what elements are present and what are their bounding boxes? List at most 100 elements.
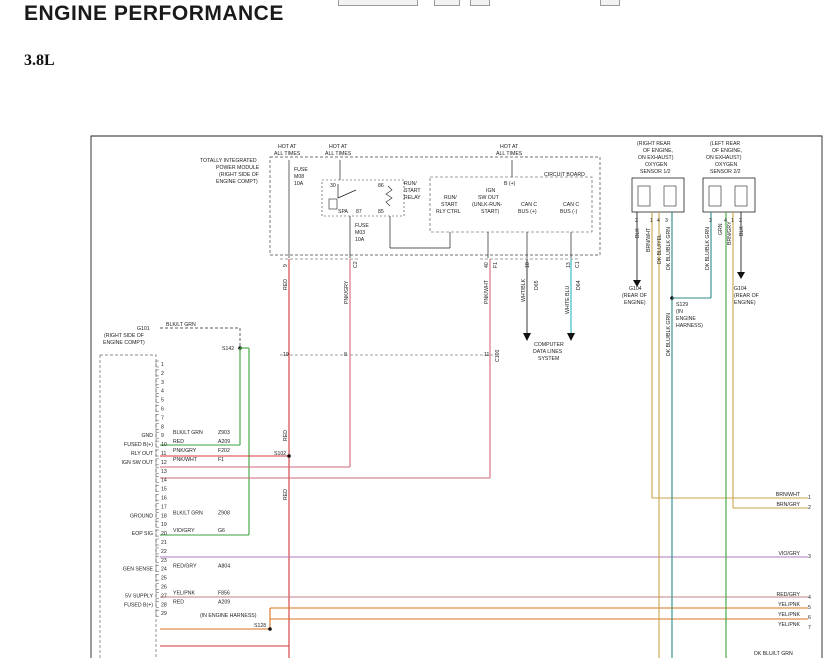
pcm-pin-bracket <box>155 458 159 466</box>
wire-circuit-label: F856 <box>218 590 230 596</box>
pcm-pin-bracket <box>155 476 159 483</box>
o2-right-label: ON EXHAUST) <box>638 155 674 161</box>
g101-label: (RIGHT SIDE OF <box>104 333 144 339</box>
s129-label: HARNESS) <box>676 323 703 329</box>
splice-pin: 8 <box>344 352 347 358</box>
o2-pin: 1 <box>731 218 734 224</box>
wire-circuit-label: Z908 <box>218 510 230 516</box>
engine-size-subtitle: 3.8L <box>24 52 55 69</box>
pcm-pin-number: 22 <box>161 549 167 555</box>
relay-pin: 87 <box>356 209 362 215</box>
pcm-function-label: EOP SIG <box>132 531 153 537</box>
o2-wire-label: DK BLU/BLK GRN <box>705 227 711 270</box>
pcm-pin-bracket <box>155 538 159 546</box>
g104-label: G104 <box>734 286 747 292</box>
o2-right-label: SENSOR 1/2 <box>640 169 671 175</box>
can-c-plus-label: CAN C <box>521 202 537 208</box>
pcm-pin-number: 5 <box>161 398 164 404</box>
s142-label: S142 <box>222 346 234 352</box>
pcm-pin-bracket <box>155 565 159 572</box>
right-wire-label: RED/GRY <box>776 592 800 598</box>
pcm-pin-number: 18 <box>161 513 167 519</box>
tipm-label: ENGINE COMPT) <box>216 179 258 185</box>
right-wire-label: YEL/PNK <box>778 622 800 628</box>
o2-sensor-right <box>631 177 685 213</box>
o2-right-label: OXYGEN <box>645 162 667 168</box>
toolbar-field[interactable] <box>338 0 418 6</box>
pcm-function-label: GROUND <box>130 513 153 519</box>
pcm-function-label: FUSED B(+) <box>124 602 153 608</box>
spa-label: SPA <box>338 209 349 215</box>
o2-pin: 4 <box>657 218 660 224</box>
pcm-pin-number: 20 <box>161 531 167 537</box>
pcm-pin-number: 2 <box>161 371 164 377</box>
toolbar-button[interactable] <box>600 0 620 6</box>
o2-wire-label: BLK <box>739 226 745 236</box>
right-wire-number: 7 <box>808 625 811 631</box>
o2-pin: 2 <box>635 218 638 224</box>
hot-at-all-times-label: ALL TIMES <box>496 151 523 157</box>
wire-circuit-label: G6 <box>218 528 225 534</box>
right-wire-number: 2 <box>808 505 811 511</box>
pcm-pin-number: 4 <box>161 389 164 395</box>
wire-circuit-label: A209 <box>218 439 230 445</box>
wire-color-label: BLK/LT GRN <box>173 510 203 516</box>
toolbar-button[interactable] <box>434 0 460 6</box>
ign-sw-out-label: SW OUT <box>478 195 500 201</box>
right-wire-number: 5 <box>808 605 811 611</box>
wire-label: RED <box>283 430 289 441</box>
o2-pin: 4 <box>724 218 727 224</box>
computer-datalines-label: COMPUTER <box>534 342 564 348</box>
pcm-pin-bracket <box>155 503 159 510</box>
wire-label: WHT/BLK <box>521 278 527 302</box>
hot-at-all-times-label: HOT AT <box>500 144 519 150</box>
pcm-pin-number: 16 <box>161 496 167 502</box>
pcm-pin-bracket <box>155 387 159 394</box>
s129-label: (IN <box>676 309 683 315</box>
wire-label: D64 <box>576 280 582 290</box>
fuse-m08-label: 10A <box>294 181 304 187</box>
tipm-label: TOTALLY INTEGRATED <box>200 158 257 164</box>
pcm-pin-number: 7 <box>161 415 164 421</box>
toolbar-button[interactable] <box>470 0 490 6</box>
s129-label: S129 <box>676 302 688 308</box>
pcm-pin-bracket <box>155 369 159 377</box>
pcm-pin-number: 6 <box>161 407 164 413</box>
conn-pin: 40 <box>484 262 490 268</box>
fuse-m03-label: 10A <box>355 237 365 243</box>
wire-label: PNK/WHT <box>484 279 490 304</box>
o2-sensor-left <box>702 177 756 213</box>
diagram-frame <box>90 135 823 658</box>
pcm-pin-bracket <box>155 396 159 403</box>
pcm-pin-bracket <box>155 449 159 457</box>
b-plus-label: B (+) <box>504 181 516 187</box>
o2-wire-label: BLK <box>635 228 641 238</box>
pcm-pin-bracket <box>155 378 159 386</box>
pcm-pin-number: 15 <box>161 487 167 493</box>
can-c-plus-label: BUS (+) <box>518 209 537 215</box>
tipm-label: (RIGHT SIDE OF <box>219 172 259 178</box>
pcm-pin-number: 9 <box>161 433 164 439</box>
pcm-pin-number: 14 <box>161 478 167 484</box>
right-wire-label: BRN/WHT <box>776 492 801 498</box>
pcm-pin-bracket <box>155 440 159 448</box>
conn-pin: 13 <box>566 262 572 268</box>
wire-circuit-label: F202 <box>218 448 230 454</box>
conn-pin: C1 <box>575 261 581 268</box>
right-wire-label: BRN/GRY <box>776 502 800 508</box>
fuse-m08-label: FUSE <box>294 167 308 173</box>
o2-wire-label: DK BLU/YEL <box>657 234 663 264</box>
wire-label: WHITE BLU <box>565 286 571 314</box>
relay-label: RUN/ <box>404 181 417 187</box>
right-wire-number: 6 <box>808 615 811 621</box>
wire-color-label: RED <box>173 599 184 605</box>
o2-left-label: OXYGEN <box>715 162 737 168</box>
wire-color-label: RED <box>173 439 184 445</box>
pcm-pin-number: 1 <box>161 362 164 368</box>
o2-wire-label: GRN <box>718 223 724 235</box>
pcm-pin-number: 27 <box>161 593 167 599</box>
fuse-m08-label: M08 <box>294 174 304 180</box>
